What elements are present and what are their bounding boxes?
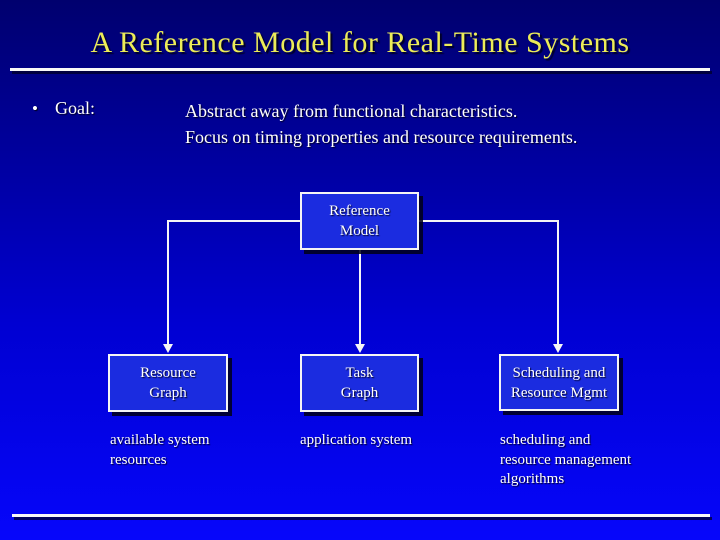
arrow-down-icon <box>355 344 365 353</box>
connector-right-horizontal <box>419 220 558 222</box>
caption-available-system-resources: available system resources <box>110 432 210 468</box>
node-label: Resource Graph <box>140 365 196 401</box>
connector-right-vertical <box>557 220 559 346</box>
footer-rule <box>12 514 710 517</box>
caption-scheduling-algorithms: scheduling and resource management algor… <box>500 432 632 487</box>
connector-left-horizontal <box>167 220 300 222</box>
goal-text: Abstract away from functional characteri… <box>185 101 578 147</box>
caption-application-system: application system <box>300 432 413 448</box>
goal-label: Goal: <box>55 98 95 118</box>
connector-left-vertical <box>167 220 169 346</box>
bullet-marker: • <box>32 99 38 118</box>
arrow-down-icon <box>163 344 173 353</box>
node-reference-model: Reference Model <box>300 192 419 250</box>
node-task-graph: Task Graph <box>300 354 419 412</box>
node-resource-graph: Resource Graph <box>108 354 228 412</box>
node-label: Task Graph <box>340 365 379 401</box>
title-underline-rule <box>10 68 710 71</box>
arrow-down-icon <box>553 344 563 353</box>
node-label: Reference Model <box>329 203 390 239</box>
slide-title: A Reference Model for Real-Time Systems <box>90 26 630 59</box>
node-scheduling-resource-mgmt: Scheduling and Resource Mgmt <box>499 354 619 411</box>
node-label: Scheduling and Resource Mgmt <box>510 364 608 401</box>
connector-center-vertical <box>359 250 361 346</box>
